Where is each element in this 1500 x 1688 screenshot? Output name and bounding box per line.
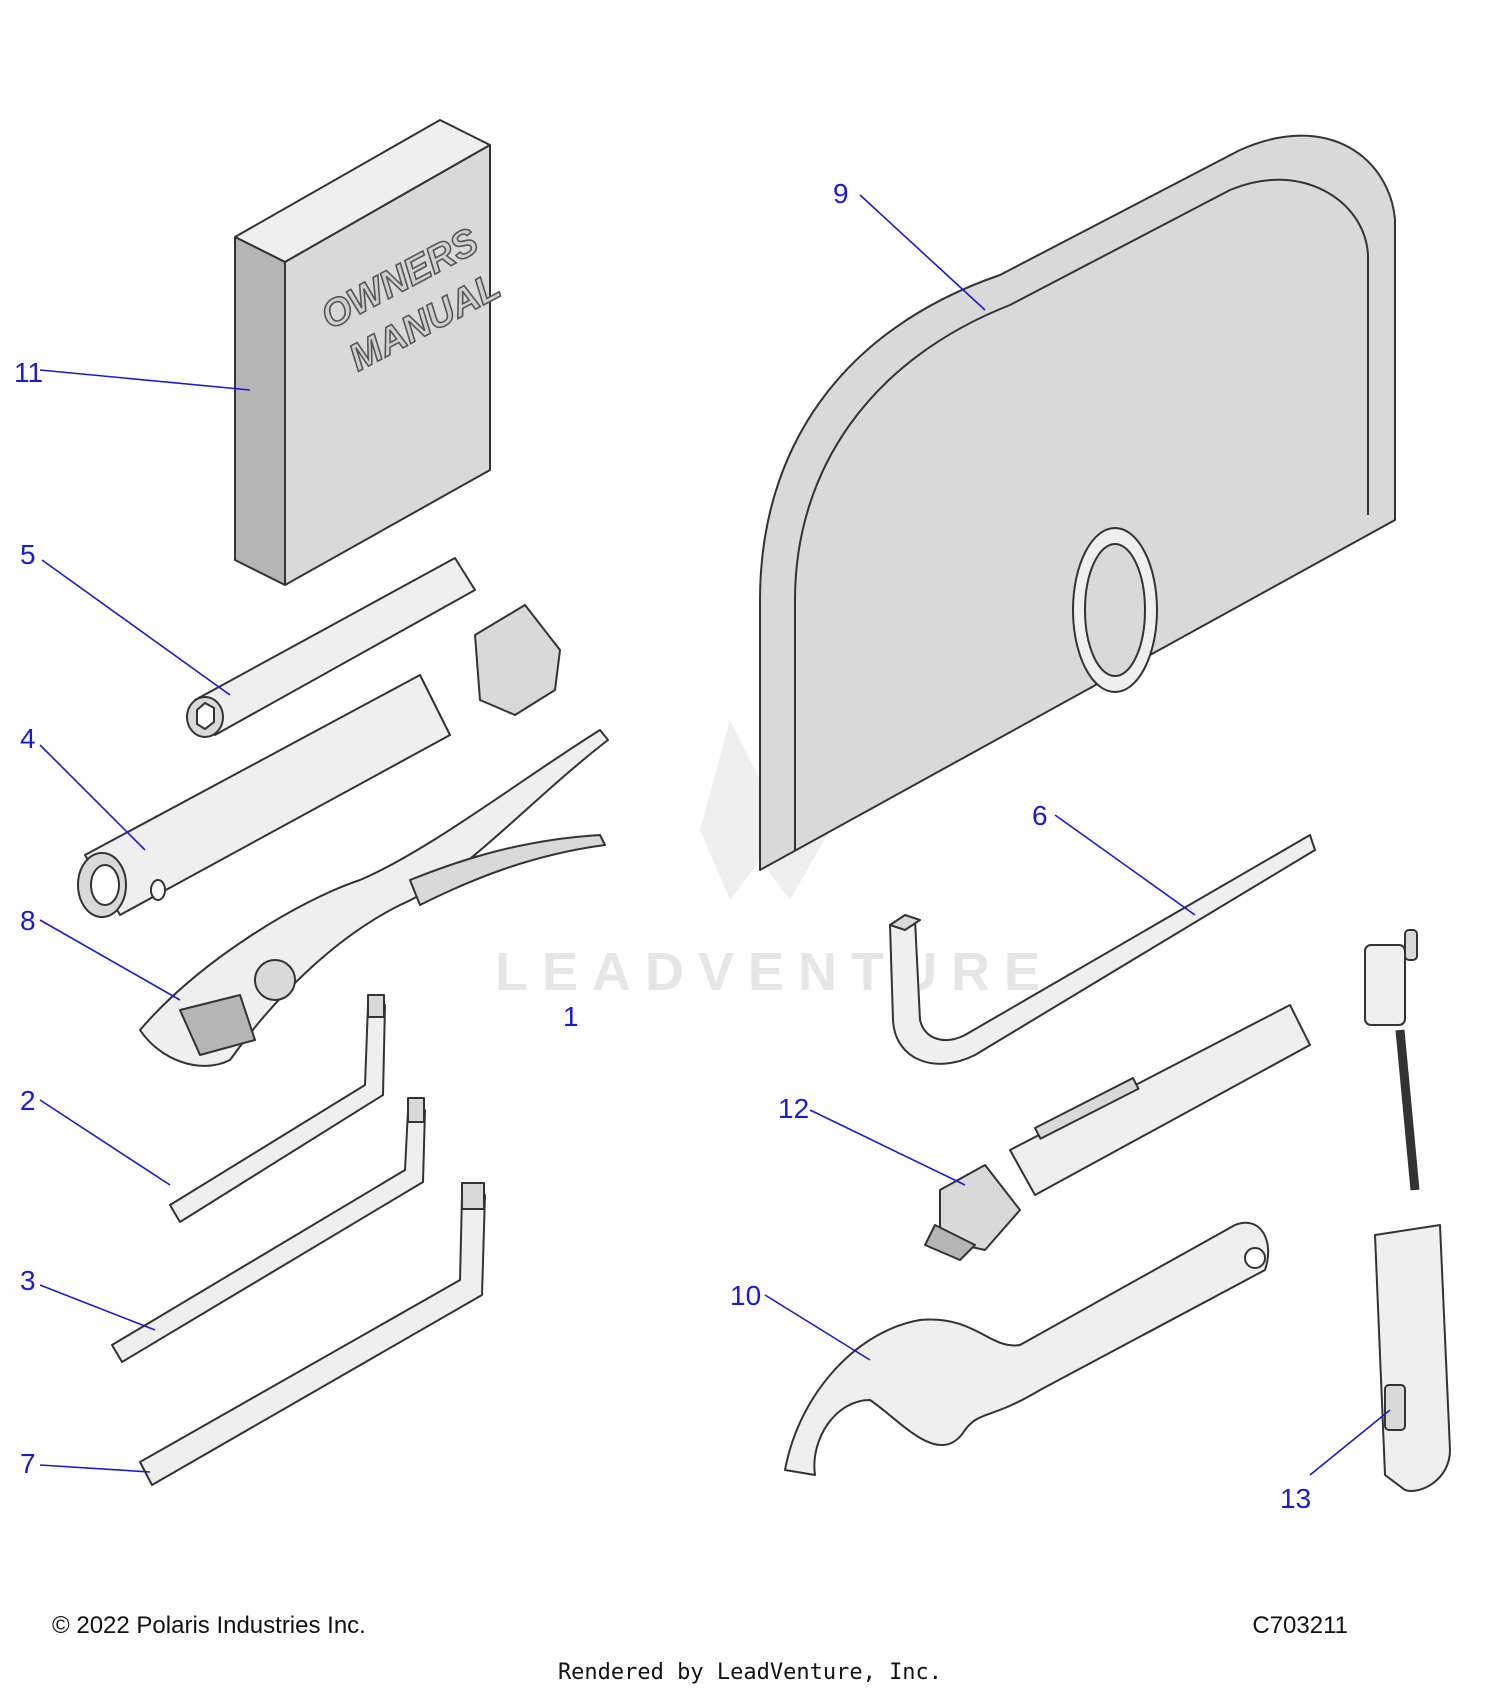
copyright-text: © 2022 Polaris Industries Inc.	[52, 1612, 366, 1639]
tire-pressure-gauge[interactable]	[924, 1004, 1311, 1261]
watermark-text: LEADVENTURE	[495, 942, 1054, 1002]
power-adapter-plug[interactable]	[1364, 929, 1451, 1492]
drawing-number: C703211	[1252, 1612, 1348, 1639]
spanner-wrench[interactable]	[784, 1221, 1270, 1476]
callout-12: 12	[778, 1093, 809, 1124]
callout-10: 10	[730, 1280, 761, 1311]
torx-key-small[interactable]	[169, 994, 386, 1223]
callout-2: 2	[20, 1085, 36, 1116]
callout-7: 7	[20, 1448, 36, 1479]
callout-4: 4	[20, 723, 36, 754]
callout-1: 1	[563, 1001, 579, 1032]
callout-9: 9	[833, 178, 849, 209]
leader-lines	[39, 194, 1391, 1476]
callout-8: 8	[20, 905, 36, 936]
rendered-by-text: Rendered by LeadVenture, Inc.	[557, 1660, 943, 1685]
hex-key-large[interactable]	[889, 834, 1316, 1065]
spark-plug-socket-large[interactable]	[77, 604, 561, 918]
callout-5: 5	[20, 539, 36, 570]
torx-key-large[interactable]	[139, 1182, 486, 1486]
callout-3: 3	[20, 1265, 36, 1296]
spark-plug-socket-small[interactable]	[186, 557, 476, 738]
tool-pouch[interactable]	[759, 134, 1396, 871]
owners-manual-book[interactable]: OWNERS MANUAL	[234, 119, 509, 586]
callout-11: 11	[14, 357, 43, 388]
torx-key-medium[interactable]	[111, 1097, 426, 1363]
callout-13: 13	[1280, 1483, 1311, 1514]
callout-numbers: 1 2 3 4 5 6 7 8 9 10 11 12 13	[14, 178, 1311, 1514]
pliers[interactable]	[139, 729, 609, 1067]
callout-6: 6	[1032, 800, 1048, 831]
